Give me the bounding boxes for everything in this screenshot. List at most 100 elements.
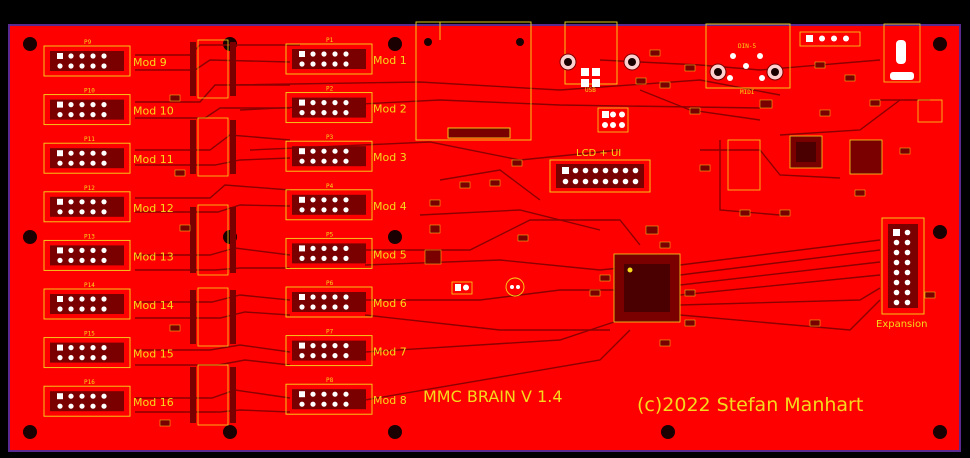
- pin-1: [299, 148, 305, 155]
- pin: [90, 247, 96, 253]
- pin: [90, 403, 96, 409]
- isp-header: [597, 107, 629, 133]
- pin: [68, 53, 74, 59]
- pin: [101, 345, 107, 351]
- pin: [343, 343, 349, 349]
- pin: [321, 294, 327, 300]
- pin: [572, 178, 579, 185]
- pin: [310, 61, 316, 67]
- pin: [299, 61, 305, 67]
- pin: [343, 294, 349, 300]
- pin: [79, 53, 85, 59]
- pin: [321, 61, 327, 67]
- pin: [68, 199, 74, 205]
- pin: [622, 167, 629, 174]
- pin: [310, 353, 316, 359]
- pin: [57, 257, 63, 263]
- pin: [101, 355, 107, 361]
- connector-ref: P12: [84, 185, 95, 192]
- midi-label: MIDI: [740, 89, 755, 96]
- pin: [68, 160, 74, 166]
- pin: [310, 255, 316, 261]
- pin: [321, 207, 327, 213]
- top-right-header: [799, 23, 943, 123]
- pin: [299, 353, 305, 359]
- connector-label: Mod 9: [133, 56, 167, 69]
- expansion-label: Expansion: [876, 319, 928, 330]
- pin: [332, 51, 338, 57]
- pin: [332, 207, 338, 213]
- pin-1: [57, 344, 63, 351]
- pin: [299, 158, 305, 164]
- pin: [79, 403, 85, 409]
- pin: [79, 306, 85, 312]
- pin: [79, 63, 85, 69]
- pin: [632, 178, 639, 185]
- pin: [321, 51, 327, 57]
- ic-pins: [190, 42, 236, 423]
- connector-label: Mod 8: [373, 394, 407, 407]
- pin: [332, 255, 338, 261]
- pin: [622, 178, 629, 185]
- pin-1: [299, 99, 305, 106]
- connector-label: Mod 2: [373, 103, 407, 116]
- connector-ref: P13: [84, 233, 95, 240]
- pin: [57, 403, 63, 409]
- pin: [332, 304, 338, 310]
- pin: [79, 296, 85, 302]
- pin: [79, 209, 85, 215]
- pin: [90, 345, 96, 351]
- pin: [321, 391, 327, 397]
- pin: [343, 100, 349, 106]
- pin: [68, 306, 74, 312]
- pin: [592, 167, 599, 174]
- pin: [101, 102, 107, 108]
- pin: [343, 245, 349, 251]
- pin: [90, 53, 96, 59]
- pin: [592, 178, 599, 185]
- connector-ref: P11: [84, 136, 95, 143]
- connector-ref: P15: [84, 331, 95, 338]
- pin: [321, 343, 327, 349]
- pin: [343, 304, 349, 310]
- mcu-chip: [613, 253, 681, 323]
- pin: [893, 279, 900, 286]
- pin-1: [57, 150, 63, 157]
- connector-label: Mod 15: [133, 348, 174, 361]
- pin: [90, 112, 96, 118]
- pin: [299, 401, 305, 407]
- connector-ref: P16: [84, 379, 95, 386]
- pin: [904, 229, 911, 236]
- pin: [632, 167, 639, 174]
- pin-1: [57, 101, 63, 108]
- pin: [299, 304, 305, 310]
- pin: [68, 296, 74, 302]
- pin: [332, 294, 338, 300]
- pin: [79, 345, 85, 351]
- pin: [90, 257, 96, 263]
- lcd-pins: [562, 167, 639, 185]
- pin: [321, 304, 327, 310]
- pin: [310, 110, 316, 116]
- pin: [321, 197, 327, 203]
- pin: [79, 102, 85, 108]
- pin: [343, 207, 349, 213]
- connector-label: Mod 6: [373, 297, 407, 310]
- pin: [101, 112, 107, 118]
- driver-ics: [197, 39, 229, 426]
- pin: [310, 294, 316, 300]
- connector-ref: P14: [84, 282, 95, 289]
- pin-1: [57, 296, 63, 302]
- pin-1: [57, 198, 63, 205]
- pin: [332, 110, 338, 116]
- pin: [321, 245, 327, 251]
- pin: [310, 304, 316, 310]
